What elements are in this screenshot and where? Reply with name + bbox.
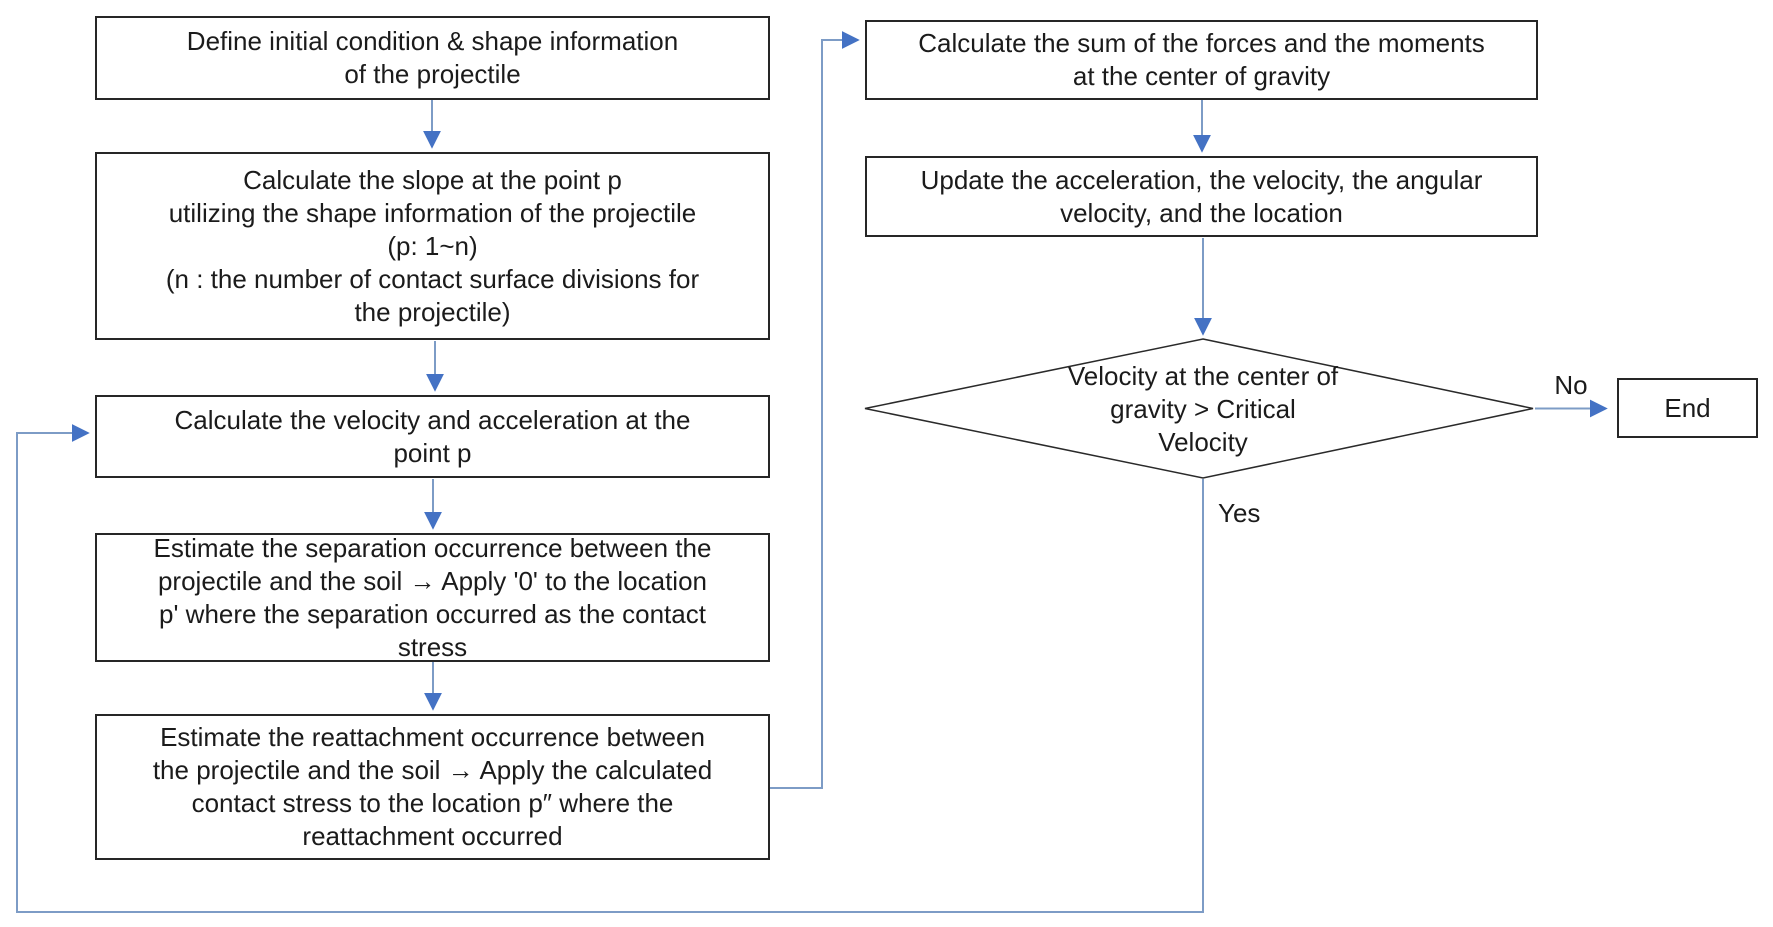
node-define-initial-condition-text: Define initial condition & shape informa… bbox=[186, 26, 679, 89]
node-calculate-slope: Calculate the slope at the point p utili… bbox=[95, 152, 770, 340]
arrow-l5-r1 bbox=[770, 31, 860, 789]
node-end-text: End bbox=[1664, 392, 1711, 423]
node-calculate-forces-moments: Calculate the sum of the forces and the … bbox=[865, 20, 1538, 100]
decision-diamond-shape bbox=[864, 338, 1534, 479]
arrow-decision-l3-yes-loop bbox=[16, 424, 1204, 913]
node-estimate-separation: Estimate the separation occurrence betwe… bbox=[95, 533, 770, 662]
node-calculate-forces-moments-text: Calculate the sum of the forces and the … bbox=[918, 28, 1485, 91]
node-calculate-velocity-acceleration-text: Calculate the velocity and acceleration … bbox=[174, 404, 691, 468]
edge-label-no: No bbox=[1554, 370, 1588, 400]
node-decision-velocity-check-text: Velocity at the center of gravity > Crit… bbox=[1067, 360, 1339, 457]
node-estimate-reattachment: Estimate the reattachment occurrence bet… bbox=[95, 714, 770, 860]
node-update-acceleration-velocity-text: Update the acceleration, the velocity, t… bbox=[920, 164, 1483, 228]
node-estimate-separation-text: Estimate the separation occurrence betwe… bbox=[153, 532, 712, 662]
node-update-acceleration-velocity: Update the acceleration, the velocity, t… bbox=[865, 156, 1538, 237]
edge-label-yes: Yes bbox=[1218, 498, 1261, 528]
node-end: End bbox=[1617, 378, 1758, 438]
node-decision-velocity-check: Velocity at the center of gravity > Crit… bbox=[993, 346, 1413, 472]
node-define-initial-condition: Define initial condition & shape informa… bbox=[95, 16, 770, 100]
node-calculate-slope-text: Calculate the slope at the point p utili… bbox=[165, 164, 700, 327]
node-calculate-velocity-acceleration: Calculate the velocity and acceleration … bbox=[95, 395, 770, 478]
node-estimate-reattachment-text: Estimate the reattachment occurrence bet… bbox=[152, 722, 713, 851]
